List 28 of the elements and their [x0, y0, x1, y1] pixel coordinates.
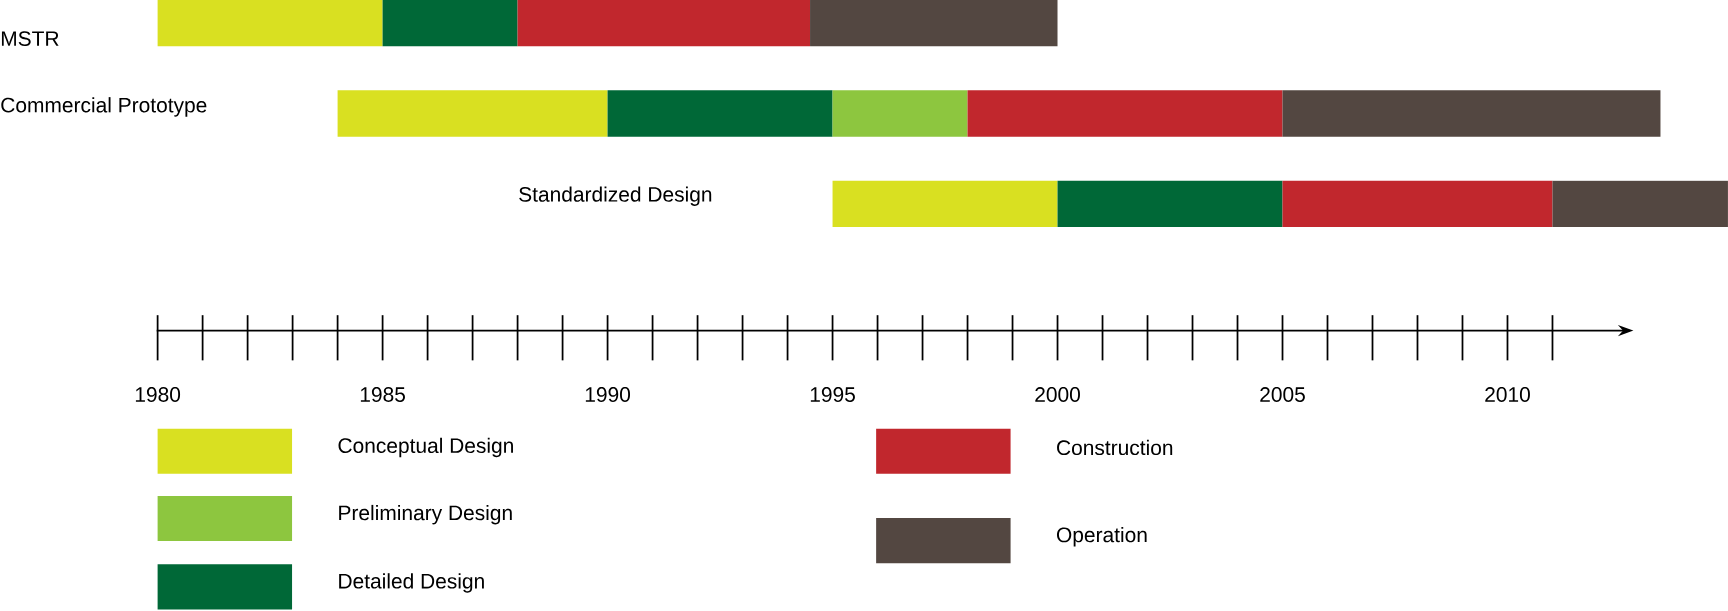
bar-segment — [517, 0, 811, 47]
bar-segment — [1552, 180, 1728, 228]
year-label: 2005 — [1260, 387, 1305, 403]
bar-segment — [1057, 180, 1283, 228]
year-label: 2010 — [1485, 387, 1530, 403]
bar-segment — [382, 0, 518, 47]
legend-label: Conceptual Design — [338, 437, 513, 458]
bar-segment — [810, 0, 1058, 47]
bar-segment — [337, 90, 608, 137]
bar-segment — [1282, 90, 1661, 137]
row-label: Standardized Design — [519, 186, 712, 207]
row-label: MSTR — [1, 31, 59, 47]
legend-label: Operation — [1056, 527, 1147, 547]
legend-label: Detailed Design — [339, 573, 484, 593]
year-label: 1980 — [135, 387, 181, 403]
year-label: 1990 — [585, 387, 630, 403]
legend-label: Preliminary Design — [339, 505, 512, 525]
bar-segment — [832, 180, 1058, 228]
bar-segment — [832, 90, 968, 137]
year-label: 2000 — [1035, 387, 1080, 403]
legend-label: Construction — [1057, 439, 1173, 456]
year-label: 1995 — [810, 387, 855, 403]
bar-segment — [607, 90, 833, 137]
bar-segment — [1282, 180, 1553, 228]
row-label: Commercial Prototype — [1, 97, 207, 117]
bar-segment — [157, 0, 383, 47]
bar-segment — [967, 90, 1283, 137]
year-label: 1985 — [360, 387, 405, 403]
